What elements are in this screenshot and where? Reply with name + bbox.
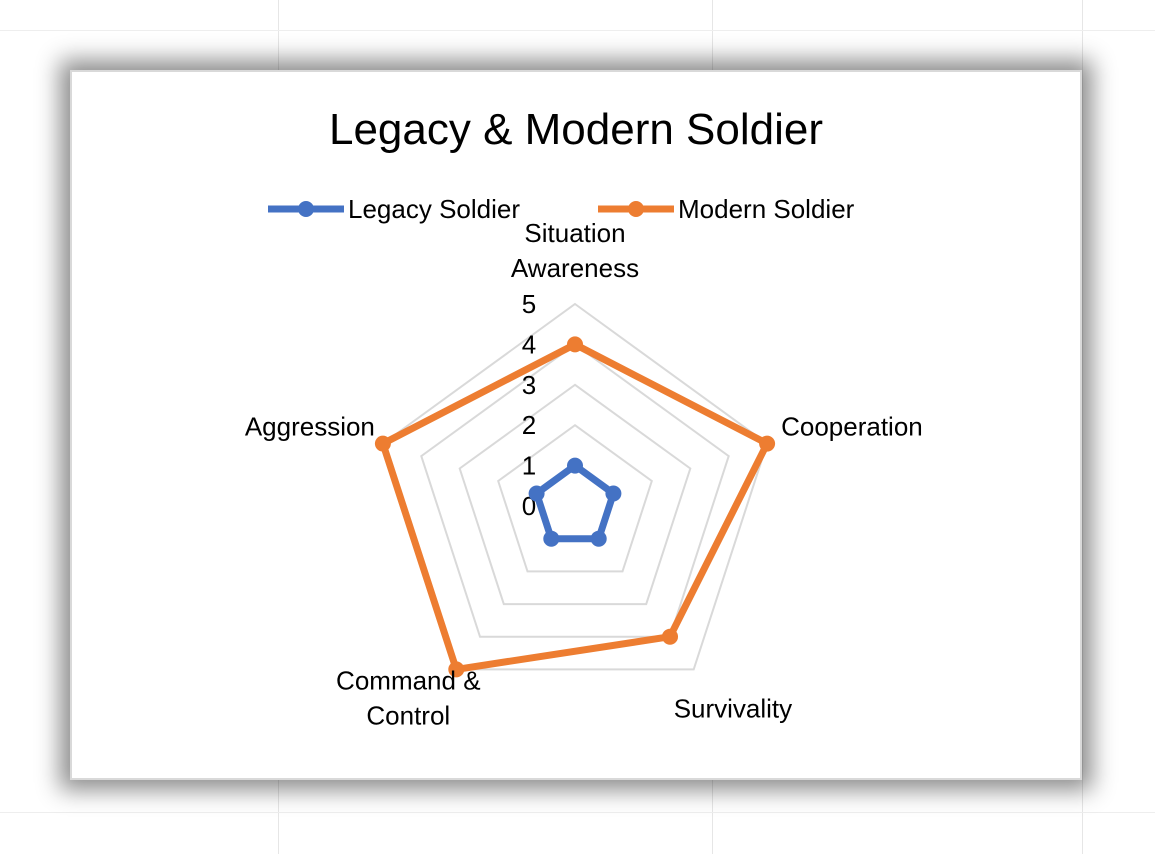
radar-grid: [381, 302, 769, 671]
grid-ring: [420, 343, 730, 638]
data-point: [605, 485, 622, 502]
category-label-line: Command &: [336, 665, 481, 695]
tick-label: 1: [522, 451, 536, 481]
series-line: [379, 340, 771, 673]
category-label-line: Cooperation: [781, 412, 923, 442]
category-label: Aggression: [245, 412, 375, 442]
series-layer: [374, 336, 776, 678]
category-label-line: Control: [366, 700, 450, 730]
legend-item[interactable]: Legacy Soldier: [268, 194, 520, 224]
tick-label: 3: [522, 370, 536, 400]
legend-swatch-marker: [298, 201, 314, 217]
legend-item[interactable]: Modern Soldier: [598, 194, 855, 224]
sheet-gridline: [1082, 0, 1083, 854]
chart-title: Legacy & Modern Soldier: [329, 105, 823, 154]
data-point: [448, 661, 465, 678]
tick-label: 2: [522, 410, 536, 440]
data-point: [374, 435, 391, 452]
series-line: [533, 462, 617, 543]
data-point: [567, 457, 583, 474]
sheet-gridline: [0, 812, 1155, 813]
category-label-line: Survivality: [674, 693, 792, 723]
data-point: [528, 485, 545, 502]
legend-label: Modern Soldier: [678, 194, 855, 224]
category-label-line: Situation: [524, 218, 625, 248]
legend-swatch-marker: [628, 201, 644, 217]
data-point: [759, 435, 776, 452]
tick-label: 4: [522, 329, 536, 359]
series-modern-soldier: [374, 336, 776, 678]
category-label-line: Awareness: [511, 253, 639, 283]
category-label: Cooperation: [781, 412, 923, 442]
data-point: [662, 628, 678, 645]
category-label-line: Aggression: [245, 412, 375, 442]
legend-label: Legacy Soldier: [348, 194, 520, 224]
data-point: [567, 336, 583, 353]
tick-label: 5: [522, 289, 536, 319]
sheet-gridline: [0, 30, 1155, 31]
grid-ring: [458, 383, 692, 606]
grid-ring: [497, 423, 653, 573]
category-label: Survivality: [674, 693, 792, 723]
data-point: [590, 530, 607, 547]
grid-ring: [381, 302, 769, 671]
data-point: [543, 530, 560, 547]
category-label: Command & Control: [336, 665, 481, 730]
legend[interactable]: Legacy Soldier Modern Soldier: [268, 194, 855, 224]
series-legacy-soldier: [528, 457, 622, 547]
